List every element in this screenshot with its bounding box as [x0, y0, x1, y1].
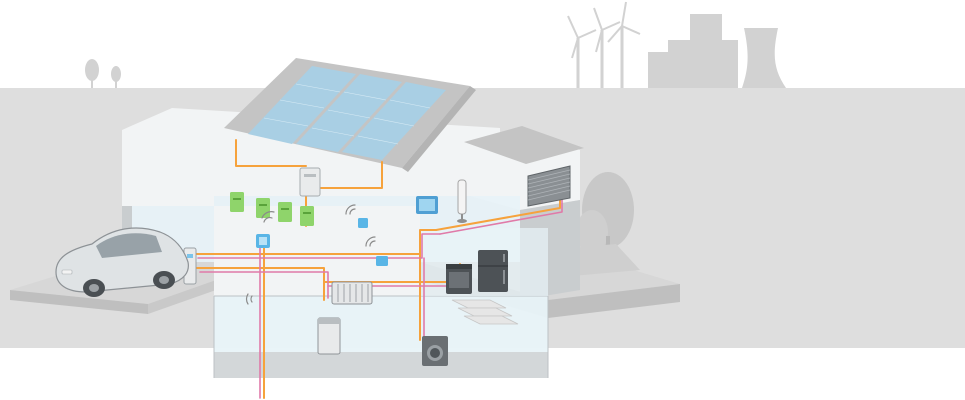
oven-icon: [446, 264, 472, 294]
radiator-icon: [331, 281, 373, 305]
room-sensor-icon: [376, 256, 388, 266]
tree-icon: [576, 172, 634, 266]
floor-lamp-icon: [457, 179, 467, 223]
smart-hub-icon: [256, 234, 270, 248]
wind-turbine-icon: [567, 1, 641, 88]
wireless-signal-icon: [245, 204, 376, 305]
room-sensor-icon: [358, 218, 368, 228]
washing-machine-icon: [422, 336, 448, 366]
stairs: [451, 299, 519, 325]
tree-icon: [85, 59, 121, 88]
car-icon: [55, 227, 189, 297]
roller-shutter-icon: [527, 165, 571, 207]
inverter-icon: [299, 167, 321, 197]
refrigerator-icon: [478, 250, 508, 292]
carport-roof: [122, 196, 214, 206]
touch-display-icon: [416, 196, 438, 214]
boiler-icon: [317, 317, 341, 355]
power-plant-icon: [648, 14, 786, 88]
solar-panel-icon: [248, 66, 446, 160]
